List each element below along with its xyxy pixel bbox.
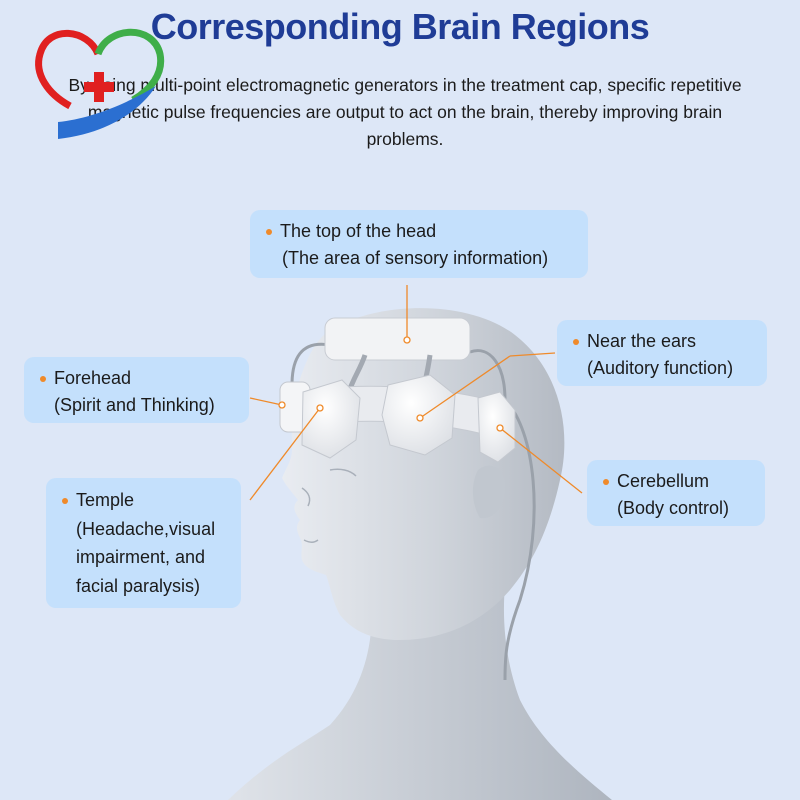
- callout-near-ears: Near the ears (Auditory function): [557, 320, 767, 386]
- callout-cerebellum: Cerebellum (Body control): [587, 460, 765, 526]
- leader-lines: [249, 285, 583, 501]
- leader-dots: [278, 336, 504, 432]
- region-description-line: facial paralysis): [76, 575, 201, 596]
- callout-temple: Temple (Headache,visual impairment, and …: [46, 478, 241, 608]
- page-title: Corresponding Brain Regions: [150, 6, 650, 47]
- region-description: (Auditory function): [587, 358, 734, 378]
- bullet-dot: [603, 479, 609, 485]
- bullet-dot: [40, 376, 46, 382]
- cable: [503, 398, 536, 681]
- bullet-dot: [573, 339, 579, 345]
- ear-shape: [472, 465, 505, 519]
- intro-paragraph: By using multi-point electromagnetic gen…: [68, 75, 742, 149]
- top-unit: [324, 317, 471, 361]
- bullet-dot: [266, 229, 272, 235]
- region-description: (The area of sensory information): [282, 248, 549, 268]
- region-name: Temple: [76, 490, 135, 510]
- region-description: (Body control): [617, 498, 730, 518]
- region-name: Forehead: [54, 368, 132, 388]
- pad-temple: [301, 379, 361, 459]
- region-description: (Spirit and Thinking): [54, 395, 215, 415]
- region-description-line: impairment, and: [76, 547, 206, 567]
- region-name: Near the ears: [587, 331, 697, 351]
- callout-forehead: Forehead (Spirit and Thinking): [24, 357, 249, 423]
- region-name: The top of the head: [280, 221, 437, 241]
- callout-top-of-head: The top of the head (The area of sensory…: [250, 210, 588, 278]
- heart-cross-logo-icon: [35, 28, 165, 139]
- region-description-line: (Headache,visual: [76, 518, 216, 539]
- neck-shape: [228, 585, 612, 800]
- bullet-dot: [62, 498, 68, 504]
- region-name: Cerebellum: [617, 471, 710, 491]
